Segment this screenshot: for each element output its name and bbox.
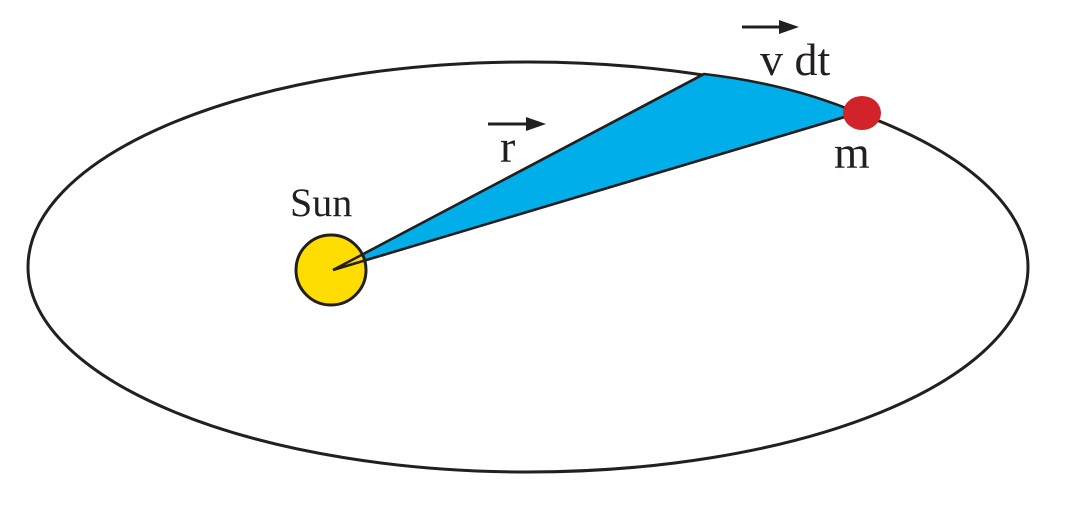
v-arrowhead-icon [779, 20, 799, 34]
orbit-ellipse [26, 60, 1030, 474]
mass-label: m [834, 127, 870, 178]
sun-body [294, 233, 368, 307]
swept-area-wedge [331, 72, 860, 272]
v-dt-label: v dt [760, 34, 831, 85]
r-arrowhead-icon [526, 117, 546, 131]
radius-vector-line [332, 72, 705, 272]
sun-label: Sun [290, 180, 352, 225]
planet-mass [843, 96, 881, 130]
planet-vector-line [332, 111, 859, 272]
r-vector-label: r [500, 121, 515, 172]
